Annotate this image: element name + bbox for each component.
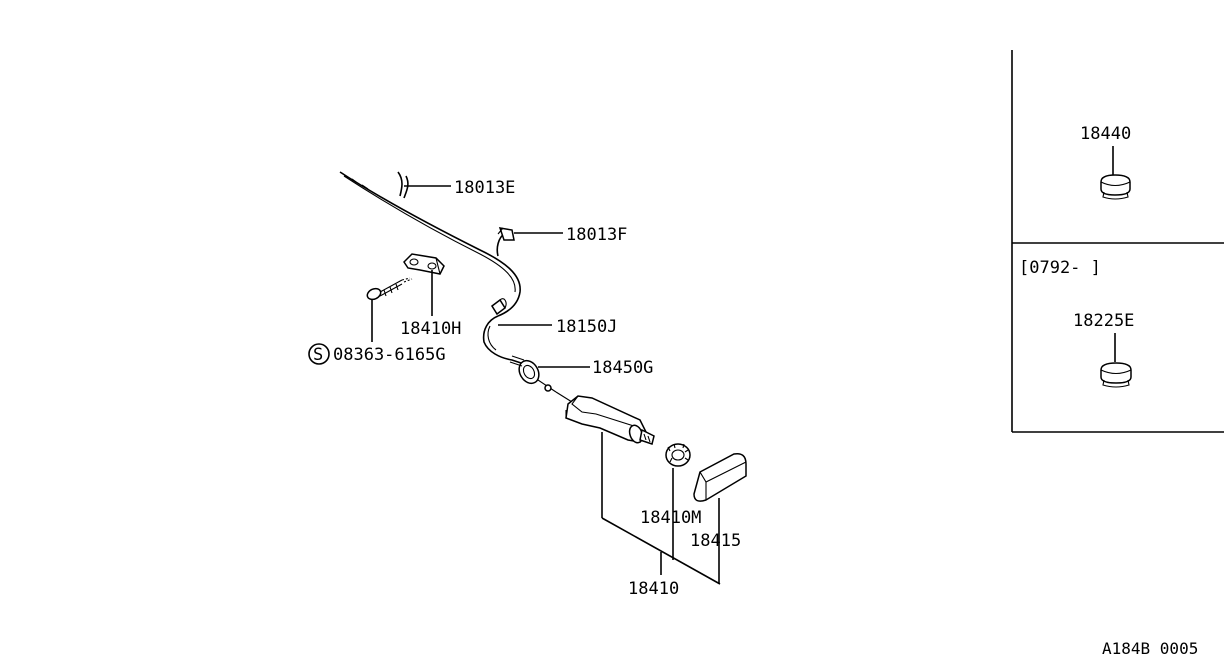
pedal-arm-icon xyxy=(555,391,655,445)
label-18013E: 18013E xyxy=(454,178,515,198)
plug-18225E-icon xyxy=(1100,362,1132,388)
label-18225E: 18225E xyxy=(1073,311,1134,331)
bushing-icon xyxy=(665,443,691,467)
cable-clip-icon xyxy=(496,227,515,257)
label-18013F: 18013F xyxy=(566,225,627,245)
plug-18440-icon xyxy=(1100,174,1131,200)
bolt-marker-letter: S xyxy=(313,345,323,365)
bracket-icon xyxy=(403,253,445,275)
grommet-icon xyxy=(509,355,557,393)
label-18150J: 18150J xyxy=(556,317,617,337)
label-18410: 18410 xyxy=(628,579,679,599)
pedal-pad-icon xyxy=(693,452,747,502)
cable-end-18150J-icon xyxy=(490,298,507,316)
diagram-code: A184B 0005 xyxy=(1102,639,1198,658)
inset-panel: 18440 [0792- ] 18225E xyxy=(1011,50,1224,433)
bolt-icon xyxy=(366,277,413,301)
label-18410H: 18410H xyxy=(400,319,461,339)
label-08363-6165G: 08363-6165G xyxy=(333,345,446,365)
label-18410M: 18410M xyxy=(640,508,701,528)
label-18415: 18415 xyxy=(690,531,741,551)
label-18440: 18440 xyxy=(1080,124,1131,144)
bolt-standard-marker: S xyxy=(308,343,330,365)
accelerator-cable xyxy=(339,171,525,365)
date-range-label: [0792- ] xyxy=(1019,258,1101,278)
cable-cut-mark xyxy=(397,171,409,199)
label-18450G: 18450G xyxy=(592,358,653,378)
leader-lines xyxy=(371,185,721,585)
